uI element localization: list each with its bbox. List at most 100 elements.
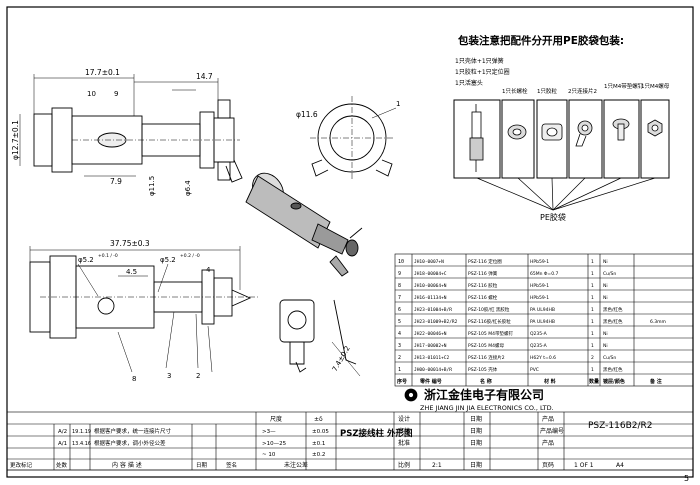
tol-value-1: ±0.05	[312, 429, 329, 435]
drawing-text: HPb59-1	[530, 283, 549, 289]
company-name-cn: 浙江金佳电子有限公司	[424, 387, 544, 402]
drawing-text: 3	[398, 343, 401, 349]
tol-range-1: >3—	[262, 429, 276, 435]
drawing-text: JH10-0007+N	[414, 259, 444, 265]
rev-mark-1: A/2	[58, 429, 67, 435]
drawing-text: 零件 编号	[420, 378, 442, 385]
drawing-text: 9	[398, 271, 401, 277]
rev-header-mark: 更改标记	[10, 461, 33, 469]
callout-9: 10	[87, 90, 96, 98]
drawing-text: 名 称	[480, 378, 492, 385]
drawing-text: Ni	[603, 259, 608, 265]
package-title: 包装注意把配件分开用PE胶袋包装:	[458, 34, 624, 47]
dim-11-5: φ11.5	[148, 176, 156, 196]
bom-row: 1 JH00-00014+B/R PSZ-105 壳体 PVC 1 黑色/红色	[398, 366, 623, 373]
label-product-2: 产品	[542, 439, 554, 447]
drawing-text: PVC	[530, 367, 539, 373]
bom-header: 序号 零件 编号 名 称 材 料 数量 镀层/颜色 备 注	[396, 378, 662, 385]
drawing-text: JH18-00004+C	[414, 271, 447, 277]
bom-row: 2 JH13-01011+C2 PSZ-116 连接片2 H62Y t=0.6 …	[398, 354, 616, 361]
drawing-text: JH23-01009+B2/R2	[414, 319, 458, 325]
drawing-text: PSZ-116 胶粒	[468, 282, 498, 289]
bom-row: 10 JH10-0007+N PSZ-116 定位圈 HPb59-1 1 Ni	[398, 258, 608, 265]
bom-row: 7 JH16-01134+N PSZ-116 螺栓 HPb59-1 1 Ni	[398, 294, 608, 301]
rev-header-sign: 签名	[226, 461, 237, 469]
bom-row: 6 JH23-01004+B/R PSZ-10胶/红 黑胶粒 PA UL94HB…	[398, 306, 623, 313]
rev-header-date: 日期	[196, 462, 208, 469]
company-logo	[404, 388, 418, 402]
drawing-text: 1	[591, 367, 594, 373]
isometric-view	[245, 172, 363, 277]
package-item-4: 1只M4带垫螺钉	[604, 82, 644, 90]
bom-row: 4 JH22-00046+N PSZ-105 M4带垫螺钉 Q235-A 1 N…	[398, 330, 608, 337]
tol-pm: ±δ	[314, 416, 323, 423]
drawing-text: 黑色/红色	[603, 306, 623, 313]
bag-leader-lines	[476, 177, 656, 211]
label-check: 审核	[398, 427, 410, 435]
tol-range-3: ~ 10	[262, 452, 276, 458]
drawing-text: JH16-01134+N	[414, 295, 447, 301]
dim-bottom-len: 37.75±0.3	[110, 239, 150, 248]
dim-hole2: φ5.2	[160, 256, 176, 264]
lug-detail	[279, 299, 361, 377]
drawing-text: 1	[591, 295, 594, 301]
rev-date-1: 19.1.19	[72, 429, 91, 435]
label-approve: 批准	[398, 439, 410, 447]
tol-value-3: ±0.2	[312, 452, 325, 458]
dim-top-len: 17.7±0.1	[85, 68, 120, 77]
drawing-text: JH00-00014+B/R	[414, 367, 452, 373]
size-value: A4	[616, 462, 624, 469]
front-view	[310, 96, 397, 180]
drawing-text: Ni	[603, 283, 608, 289]
callout-2: 2	[196, 372, 200, 380]
package-item-1: 1只长螺栓	[502, 87, 528, 95]
rev-mark-2: A/1	[58, 441, 67, 447]
dim-body-dia: φ12.7±0.1	[11, 120, 20, 160]
scale-value: 2:1	[432, 462, 442, 469]
bom-row: 8 JH10-00064+N PSZ-116 胶粒 HPb59-1 1 Ni	[398, 282, 608, 289]
label-part-no: 产品编号	[540, 427, 564, 435]
page-number: 5	[684, 474, 689, 483]
callout-4: 4	[206, 266, 211, 274]
drawing-text: H62Y t=0.6	[530, 355, 556, 361]
callout-8: 8	[132, 375, 136, 383]
drawing-text: Ni	[603, 331, 608, 337]
drawing-text: 备 注	[649, 378, 662, 385]
drawing-text: PSZ-10胶/红 黑胶粒	[468, 306, 510, 313]
dim-4-5: 4.5	[126, 268, 137, 276]
package-line-1: 1只壳体+1只弹簧	[455, 57, 504, 65]
drawing-text: PSZ-116 定位圈	[468, 258, 502, 265]
drawing-text: Cu/Sn	[603, 355, 616, 361]
product-title: PSZ接线柱 外形图	[340, 428, 412, 439]
drawing-text: 镀层/颜色	[603, 378, 625, 385]
rev-header-count: 处数	[56, 461, 68, 469]
drawing-text: 黑色/红色	[603, 318, 623, 325]
drawing-text: PSZ-105 M4带垫螺钉	[468, 330, 513, 337]
top-side-view	[33, 99, 243, 183]
drawing-text: 8	[398, 283, 401, 289]
package-sketches	[469, 104, 663, 172]
tol-footer: 未注公差	[284, 461, 308, 469]
dim-hole1: φ5.2	[78, 256, 94, 264]
drawing-text: 2	[591, 355, 594, 361]
bom-table	[394, 253, 694, 387]
bag-label: PE胶袋	[540, 212, 566, 222]
drawing-text: PSZ-116 弹簧	[468, 270, 498, 277]
package-line-2: 1只胶粒+1只定位圈	[455, 68, 510, 76]
label-design: 设计	[398, 415, 410, 423]
drawing-text: 65Mn Φ=0.7	[530, 271, 558, 277]
dim-hole1-tol: +0.1 / -0	[98, 253, 118, 259]
drawing-text: Q235-A	[530, 331, 548, 337]
drawing-text: 1	[591, 259, 594, 265]
rev-date-2: 13.4.16	[72, 441, 91, 447]
drawing-text: 黑色/红色	[603, 366, 623, 373]
drawing-text: HPb59-1	[530, 295, 549, 301]
drawing-text: PSZ-116胶/红长胶粒	[468, 318, 511, 325]
drawing-text: PA UL94HB	[530, 319, 555, 325]
drawing-text: 6.3mm	[650, 319, 666, 325]
package-line-3: 1只活塞头	[455, 79, 483, 87]
drawing-text: HPb59-1	[530, 259, 549, 265]
label-scale: 比例	[398, 461, 410, 469]
label-date-4: 日期	[470, 461, 482, 469]
